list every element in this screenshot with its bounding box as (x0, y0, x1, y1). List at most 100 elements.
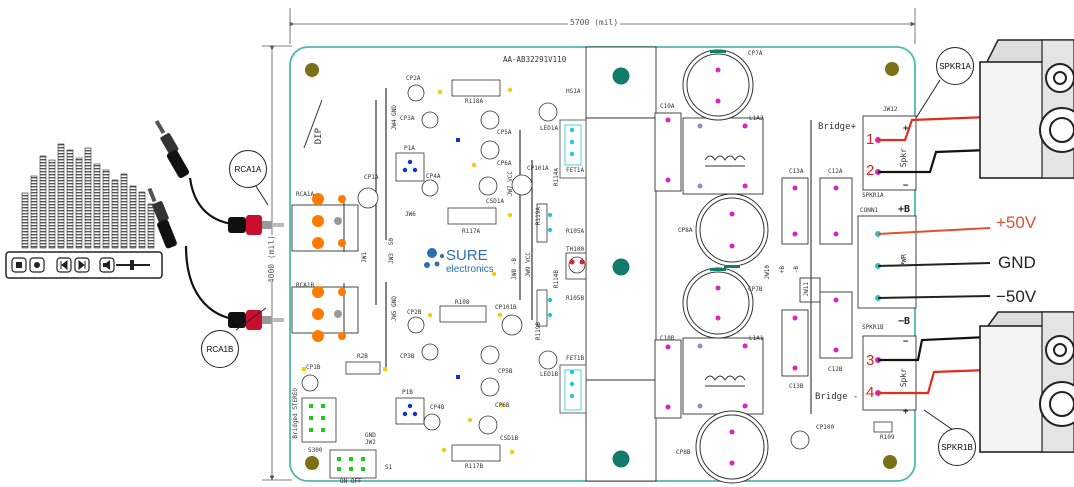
label-hs1a: HS1A (566, 88, 581, 95)
label-cp8a: CP8A (678, 227, 693, 234)
callout-spkr1a: SPKR1A (936, 47, 974, 85)
speaker-wires (878, 115, 989, 395)
label-th100: TH100 (566, 246, 585, 253)
pcb-board (289, 46, 917, 484)
label-cp3b: CP3B (400, 353, 415, 360)
equalizer-bar (84, 147, 92, 249)
label-jw6: JW6 (405, 211, 416, 218)
label-jw3: JW3 (388, 253, 395, 264)
label-r114b: R114B (553, 270, 560, 289)
small-parts (301, 79, 893, 479)
label-r2b: R2B (357, 353, 368, 360)
label-r117a: R117A (462, 228, 481, 235)
callout-rca1b: RCA1B (201, 330, 239, 368)
speaker-a (979, 39, 1074, 179)
equalizer-bar (30, 175, 38, 249)
rail-label-minus50v: −50V (996, 287, 1037, 306)
inductors (682, 117, 764, 415)
wire-number-1: 1 (866, 131, 875, 148)
terminal-top-plus: + (903, 124, 909, 134)
label-p1b: P1B (402, 389, 413, 396)
label-jw5: JW5 GND (391, 296, 398, 322)
label-cp4b: CP4B (430, 404, 445, 411)
label-r105b: R105B (566, 295, 585, 302)
label-csd1b: CSD1B (500, 435, 519, 442)
label-cp100: CP100 (816, 424, 835, 431)
next-icon (74, 257, 90, 273)
label-csd1a: CSD1A (486, 198, 505, 205)
label-cp3a: CP3A (400, 115, 415, 122)
small-capacitors (301, 84, 810, 450)
label-bridge-plus: Bridge+ (818, 122, 856, 132)
label-cp1b: CP1B (306, 364, 321, 371)
rail-label-gnd: GND (998, 253, 1036, 272)
label-cp101a: CP101A (527, 165, 549, 172)
label-c13a: C13A (789, 168, 804, 175)
label-c13b: C13B (789, 383, 804, 390)
height-dimension-label: 4000 (mil) (266, 235, 278, 284)
label-cp2a: CP2A (406, 75, 421, 82)
label-cp6b: CP6B (495, 402, 510, 409)
power-wires (877, 227, 991, 299)
dip-arrow (303, 99, 323, 149)
audio-cables (147, 119, 284, 330)
label-spkr1b: SPKR1B (862, 324, 884, 331)
rca-plug-a (228, 215, 284, 235)
equalizer-bar (66, 149, 74, 249)
terminal-bot-plus: + (903, 407, 909, 417)
label-led1a: LED1A (540, 125, 559, 132)
label-s1: S1 (385, 464, 393, 471)
label-jw2: JW2 (365, 439, 376, 446)
label-on-off: ON OFF (340, 478, 362, 485)
equalizer-bar (21, 192, 29, 249)
label-jw9: JW9 VCC (525, 252, 532, 278)
callout-spkr1b: SPKR1B (938, 428, 976, 466)
label-c10a: C10A (660, 103, 675, 110)
label-spkr1a: SPKR1A (862, 192, 884, 199)
label-cp1a: CP1A (364, 174, 379, 181)
equalizer-bar (111, 179, 119, 249)
callout-leaders (235, 79, 954, 431)
record-icon (29, 257, 45, 273)
label-r117b: R117B (465, 463, 484, 470)
equalizer-bar (147, 203, 155, 249)
speaker-b (979, 311, 1074, 453)
equalizer-bar (39, 155, 47, 249)
label-l1a2: L1A2 (749, 115, 764, 122)
label-cp5b: CP5B (498, 368, 513, 375)
jack-plug-a (154, 119, 190, 179)
volume-icon (99, 257, 150, 273)
part-number: AA-AB32291V110 (503, 55, 567, 64)
label-cp7b: CP7B (748, 286, 763, 293)
label-r109: R109 (880, 434, 895, 441)
wire-number-4: 4 (866, 384, 875, 401)
label-c10b: C10B (660, 335, 675, 342)
terminal-blocks (857, 115, 917, 411)
label-spkr-b: Spkr (899, 368, 908, 388)
label-cp7a: CP7A (748, 50, 763, 57)
equalizer-bar (129, 185, 137, 249)
width-dimension-label: 5700 (mil) (568, 18, 621, 27)
label-s300: S300 (308, 447, 323, 454)
equalizer-bar (75, 157, 83, 249)
terminal-pwr-minus: −B (898, 316, 911, 327)
audio-source-device (5, 143, 163, 279)
label-minus-b-rail: -B (793, 266, 800, 274)
label-jw4: JW4 GND (391, 105, 398, 131)
label-c12b: C12B (828, 366, 843, 373)
terminal-pwr-plus: +B (898, 204, 911, 215)
equalizer-bar (93, 163, 101, 249)
label-gnd: GND (365, 432, 376, 439)
label-cp101b: CP101B (495, 304, 517, 311)
label-rca1b-board: RCA1B (296, 282, 315, 289)
label-fet1b: FET1B (566, 355, 585, 362)
jack-plug-b (147, 187, 177, 249)
logo-sub: electronics (446, 264, 494, 275)
heatsink (559, 46, 657, 482)
terminal-top-minus: − (903, 181, 909, 191)
wire-number-3: 3 (866, 352, 875, 369)
label-cp5a: CP5A (497, 129, 512, 136)
label-jw8: JW8 -B (511, 258, 518, 280)
label-jw12: JW12 (883, 106, 898, 113)
